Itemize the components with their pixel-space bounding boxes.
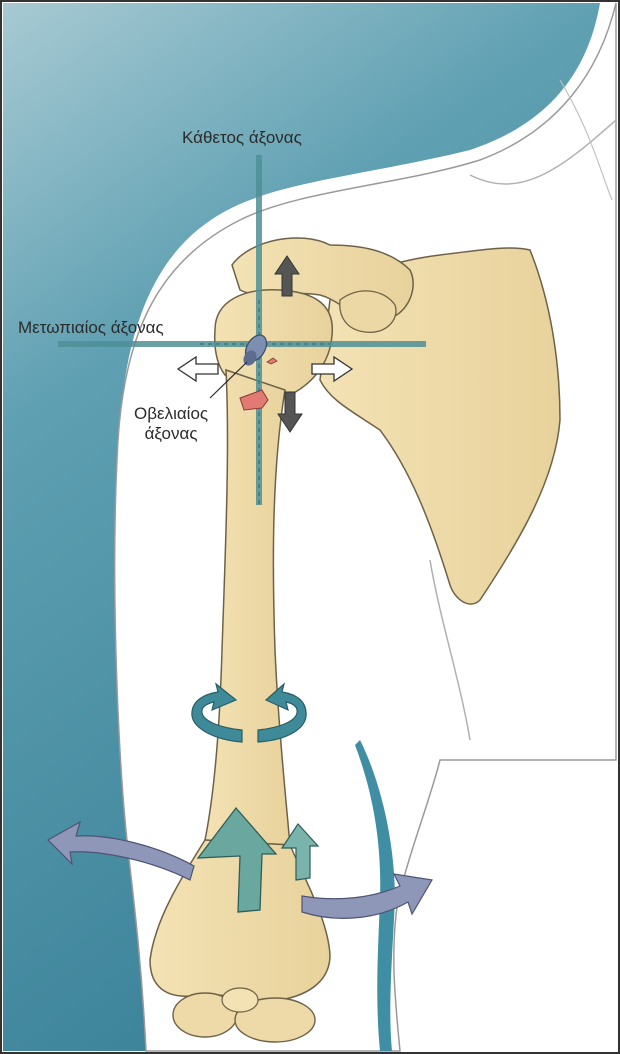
- sagittal-axis-label-line1: Οβελιαίος: [134, 404, 208, 424]
- condyle-center: [222, 988, 258, 1012]
- sagittal-axis-label-line2: άξονας: [134, 424, 208, 444]
- sagittal-axis-label: Οβελιαίος άξονας: [134, 404, 208, 444]
- frontal-axis-label: Μετωπιαίος άξονας: [18, 318, 164, 338]
- vertical-axis-label: Κάθετος άξονας: [182, 128, 302, 148]
